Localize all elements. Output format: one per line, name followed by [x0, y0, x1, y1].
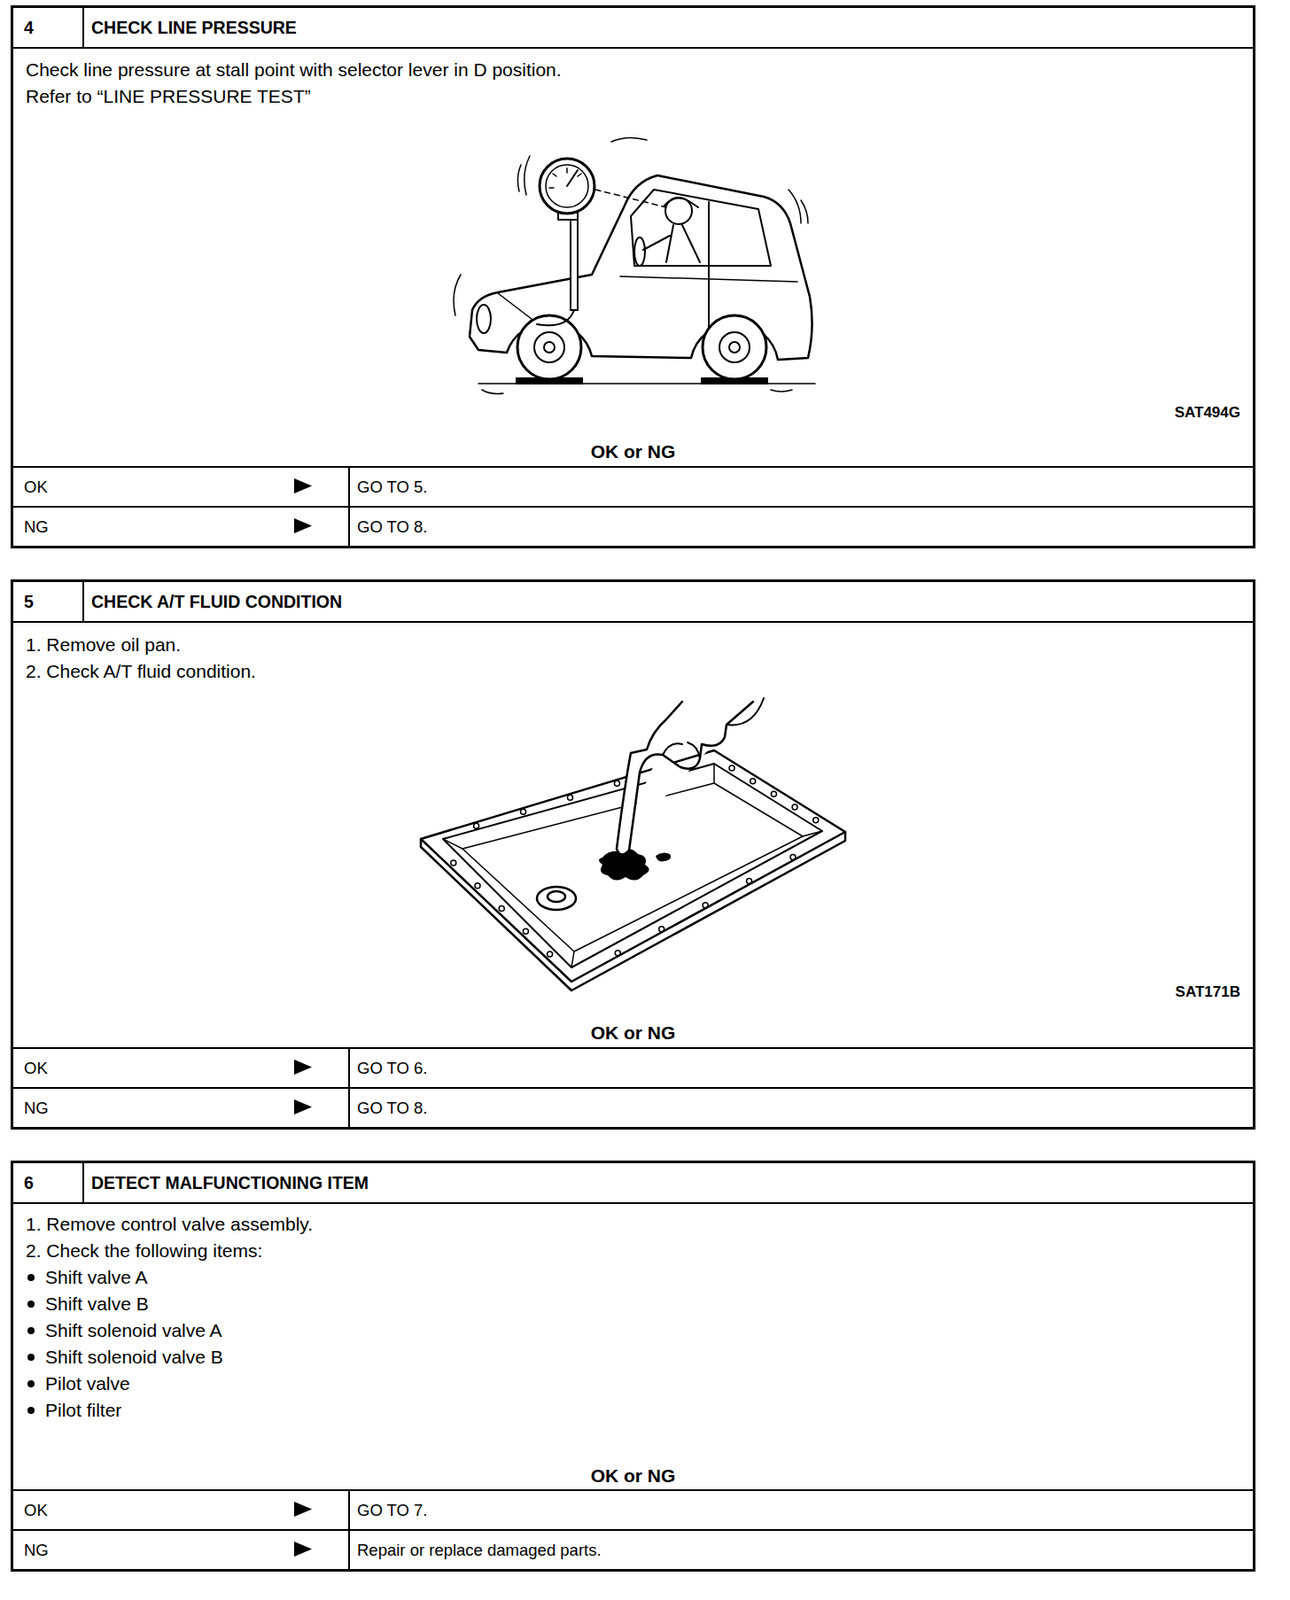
bolt-hole	[474, 883, 481, 889]
car-line-pressure-illustration	[453, 137, 816, 394]
step-title-cell: DETECT MALFUNCTIONING ITEM	[84, 1163, 1253, 1205]
check-item: Pilot filter	[25, 1399, 122, 1422]
bolt-hole	[520, 808, 527, 815]
check-item: Shift valve A	[25, 1266, 148, 1289]
step-title-cell: CHECK LINE PRESSURE	[84, 7, 1253, 49]
bolt-hole	[792, 804, 798, 810]
instruction-text: Refer to “LINE PRESSURE TEST”	[25, 85, 311, 108]
result-action: GO TO 6.	[357, 1049, 1253, 1088]
bolt-hole	[729, 765, 735, 771]
bolt-hole	[522, 928, 529, 934]
bolt-hole	[614, 950, 621, 956]
result-label-cell: NG	[13, 1529, 350, 1570]
result-action-cell: GO TO 5.	[349, 466, 1253, 506]
result-action: GO TO 5.	[357, 467, 1253, 506]
instruction-text: 1. Remove oil pan.	[25, 634, 181, 656]
result-label-cell: OK	[13, 466, 350, 506]
result-label: NG	[23, 1530, 349, 1570]
step-number: 5	[23, 582, 83, 622]
step-number: 4	[23, 7, 83, 47]
result-label-cell: OK	[13, 1047, 350, 1088]
bolt-hole	[790, 854, 796, 861]
figure-code: SAT171B	[1175, 981, 1241, 1003]
check-item: Shift valve B	[25, 1293, 149, 1315]
bolt-hole	[750, 778, 756, 785]
result-action-cell: GO TO 8.	[349, 1087, 1253, 1127]
step-number: 6	[23, 1163, 83, 1203]
result-action-cell: Repair or replace damaged parts.	[349, 1529, 1253, 1570]
bolt-hole	[702, 902, 708, 909]
step-number-cell: 6	[13, 1163, 85, 1205]
step-title: CHECK A/T FLUID CONDITION	[91, 582, 1253, 622]
step-title: DETECT MALFUNCTIONING ITEM	[91, 1163, 1253, 1203]
arrow-markers	[294, 478, 312, 1557]
result-prompt: OK or NG	[13, 1465, 1253, 1487]
bolt-hole	[613, 780, 620, 786]
result-label-cell: OK	[13, 1489, 350, 1530]
result-action: GO TO 8.	[357, 1088, 1253, 1127]
instruction-text: 1. Remove control valve assembly.	[25, 1213, 313, 1236]
bolt-hole	[567, 794, 573, 801]
bolt-hole	[813, 817, 819, 824]
step-block: Check line pressure at stall point with …	[10, 5, 1256, 549]
result-action-cell: GO TO 7.	[349, 1489, 1253, 1530]
step-block: 1. Remove oil pan. 2. Check A/T fluid con…	[10, 579, 1256, 1130]
result-label: NG	[23, 507, 349, 546]
step-title: CHECK LINE PRESSURE	[91, 7, 1253, 47]
result-action-cell: GO TO 6.	[349, 1047, 1253, 1088]
step-title-cell: CHECK A/T FLUID CONDITION	[84, 582, 1253, 623]
bolt-hole	[770, 791, 777, 797]
step-number-cell: 5	[13, 582, 85, 623]
result-action: GO TO 8.	[357, 507, 1253, 546]
result-prompt: OK or NG	[13, 1022, 1253, 1044]
check-item: Shift solenoid valve B	[25, 1346, 224, 1368]
figure-code: SAT494G	[1174, 402, 1241, 424]
result-action-cell: GO TO 8.	[349, 505, 1253, 546]
result-label: OK	[23, 467, 349, 506]
bolt-hole	[450, 860, 457, 866]
result-label-cell: NG	[13, 505, 350, 546]
result-label: OK	[23, 1049, 349, 1088]
bolt-hole	[659, 926, 665, 933]
result-label-cell: NG	[13, 1087, 350, 1127]
oil-pan-illustration	[420, 698, 846, 991]
result-label: OK	[23, 1491, 349, 1530]
check-item: Pilot valve	[25, 1373, 131, 1395]
result-prompt: OK or NG	[13, 441, 1253, 463]
step-number-cell: 4	[13, 7, 85, 49]
result-action: GO TO 7.	[357, 1491, 1253, 1530]
result-action: Repair or replace damaged parts.	[357, 1530, 1253, 1570]
bolt-hole	[547, 951, 553, 957]
result-label: NG	[23, 1088, 349, 1127]
instruction-text: 2. Check the following items:	[25, 1240, 263, 1262]
step-block: 1. Remove control valve assembly. 2. Chec…	[10, 1160, 1256, 1572]
bolt-hole	[498, 905, 505, 911]
bolt-hole	[746, 878, 753, 885]
bolt-hole	[474, 823, 480, 829]
instruction-text: 2. Check A/T fluid condition.	[25, 660, 257, 683]
instruction-text: Check line pressure at stall point with …	[25, 59, 562, 81]
check-item: Shift solenoid valve A	[25, 1320, 223, 1342]
